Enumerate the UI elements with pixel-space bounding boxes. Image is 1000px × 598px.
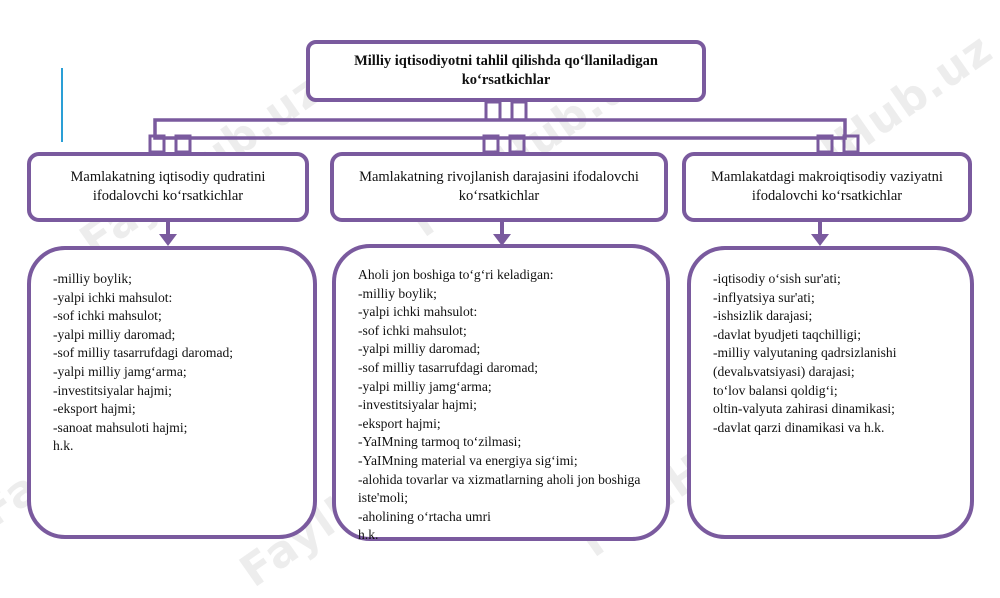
arrow-head xyxy=(811,234,829,246)
indicator-list: -milliy boylik; -yalpi ichki mahsulot: -so… xyxy=(358,285,648,545)
indicator-list: -iqtisodiy o‘sish sur'ati; -inflyatsiya s… xyxy=(713,270,954,437)
indicator-item: -aholining o‘rtacha umri xyxy=(358,508,491,524)
indicator-item: -sof ichki mahsulot; xyxy=(358,322,467,338)
connector-stub xyxy=(510,100,528,122)
indicator-list-box-macro-situation: -iqtisodiy o‘sish sur'ati; -inflyatsiya s… xyxy=(687,246,974,539)
indicator-item: -ishsizlik darajasi; xyxy=(713,308,813,324)
diagram-title-box: Milliy iqtisodiyotni tahlil qilishda qo‘… xyxy=(306,40,706,102)
category-heading: Mamlakatdagi makroiqtisodiy vaziyatni if… xyxy=(711,169,943,204)
indicator-item: -eksport hajmi; xyxy=(53,401,136,417)
indicator-item: -YaIMning material va energiya sig‘imi; xyxy=(358,452,578,468)
indicator-item: h.k. xyxy=(358,527,379,543)
indicator-list: -milliy boylik; -yalpi ichki mahsulot: -so… xyxy=(53,270,295,456)
arrow-head xyxy=(493,234,511,246)
indicator-item: -sof milliy tasarrufdagi daromad; xyxy=(53,345,234,361)
arrow-head xyxy=(159,234,177,246)
indicator-item: h.k. xyxy=(53,438,74,454)
indicator-item: -alohida tovarlar va xizmatlarning aholi… xyxy=(358,471,641,506)
indicator-item: -YaIMning tarmoq to‘zilmasi; xyxy=(358,434,522,450)
diagram-title: Milliy iqtisodiyotni tahlil qilishda qo‘… xyxy=(354,53,658,88)
category-heading: Mamlakatning iqtisodiy qudratini ifodalo… xyxy=(70,169,266,204)
connector-lines xyxy=(61,68,860,246)
indicator-list-box-development-level: Aholi jon boshiga to‘g‘ri keladigan: -mi… xyxy=(332,244,670,542)
indicator-item: -eksport hajmi; xyxy=(358,415,441,431)
indicator-item: -iqtisodiy o‘sish sur'ati; xyxy=(713,271,841,286)
indicator-item: -milliy valyutaning qadrsizlanishi (deva… xyxy=(713,345,897,379)
indicator-item: -yalpi ichki mahsulot: xyxy=(53,289,173,305)
indicator-item: -sof milliy tasarrufdagi daromad; xyxy=(358,359,539,375)
connector-stub xyxy=(484,100,502,122)
indicator-item: to‘lov balansi qoldig‘i; xyxy=(713,382,838,398)
category-heading-box-economic-power: Mamlakatning iqtisodiy qudratini ifodalo… xyxy=(27,152,309,222)
connector-bar xyxy=(153,118,847,140)
indicator-item: -davlat byudjeti taqchilligi; xyxy=(713,326,861,342)
category-heading-box-development-level: Mamlakatning rivojlanish darajasini ifod… xyxy=(330,152,668,222)
indicator-item: -investitsiyalar hajmi; xyxy=(53,382,172,398)
indicator-item: -inflyatsiya sur'ati; xyxy=(713,289,815,305)
indicator-item: -milliy boylik; xyxy=(358,285,437,301)
indicator-item: -sanoat mahsuloti hajmi; xyxy=(53,419,188,435)
indicator-item: oltin-valyuta zahirasi dinamikasi; xyxy=(713,401,895,417)
indicator-item: -davlat qarzi dinamikasi va h.k. xyxy=(713,419,885,435)
indicator-item: -yalpi milliy jamg‘arma; xyxy=(53,363,187,379)
indicator-list-box-economic-power: -milliy boylik; -yalpi ichki mahsulot: -so… xyxy=(27,246,317,539)
indicator-item: -yalpi milliy jamg‘arma; xyxy=(358,378,492,394)
indicator-item: -yalpi milliy daromad; xyxy=(358,341,481,357)
category-heading-box-macro-situation: Mamlakatdagi makroiqtisodiy vaziyatni if… xyxy=(682,152,972,222)
indicator-item: -yalpi milliy daromad; xyxy=(53,326,176,342)
indicator-list-intro: Aholi jon boshiga to‘g‘ri keladigan: xyxy=(358,267,554,282)
indicator-item: -yalpi ichki mahsulot: xyxy=(358,304,478,320)
indicator-item: -investitsiyalar hajmi; xyxy=(358,397,477,413)
indicator-item: -sof ichki mahsulot; xyxy=(53,308,162,324)
indicator-item: -milliy boylik; xyxy=(53,271,132,286)
category-heading: Mamlakatning rivojlanish darajasini ifod… xyxy=(359,169,639,204)
